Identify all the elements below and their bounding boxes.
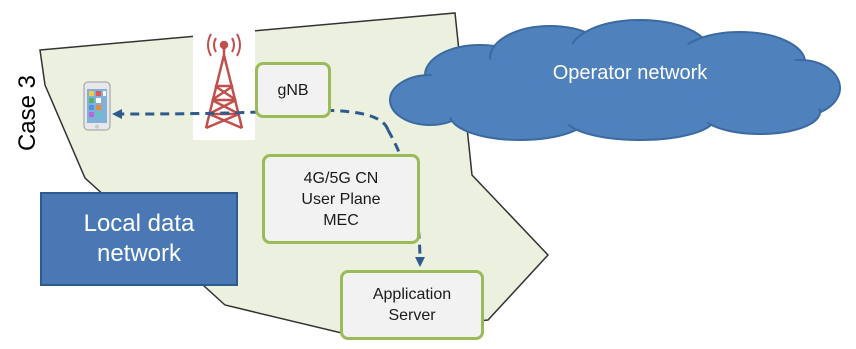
operator-network-label: Operator network	[552, 62, 708, 84]
application-server-box: Application Server	[340, 270, 484, 340]
local-network-line-2: network	[96, 240, 182, 267]
case-label: Case 3	[14, 74, 41, 152]
app-server-line-2: Server	[388, 307, 436, 324]
app-server-line-1: Application	[372, 286, 452, 303]
gnb-label: gNB	[277, 81, 309, 99]
core-line-3: MEC	[323, 211, 359, 229]
core-line-1: 4G/5G CN	[303, 169, 379, 187]
local-data-network-box: Local data network	[40, 192, 238, 286]
core-network-box: 4G/5G CN User Plane MEC	[262, 154, 420, 244]
local-network-line-1: Local data	[83, 210, 195, 237]
gnb-box: gNB	[255, 62, 331, 118]
core-line-2: User Plane	[301, 190, 381, 208]
smartphone-icon	[83, 81, 111, 131]
cell-tower-icon	[204, 33, 244, 130]
operator-network-cloud	[389, 19, 841, 141]
